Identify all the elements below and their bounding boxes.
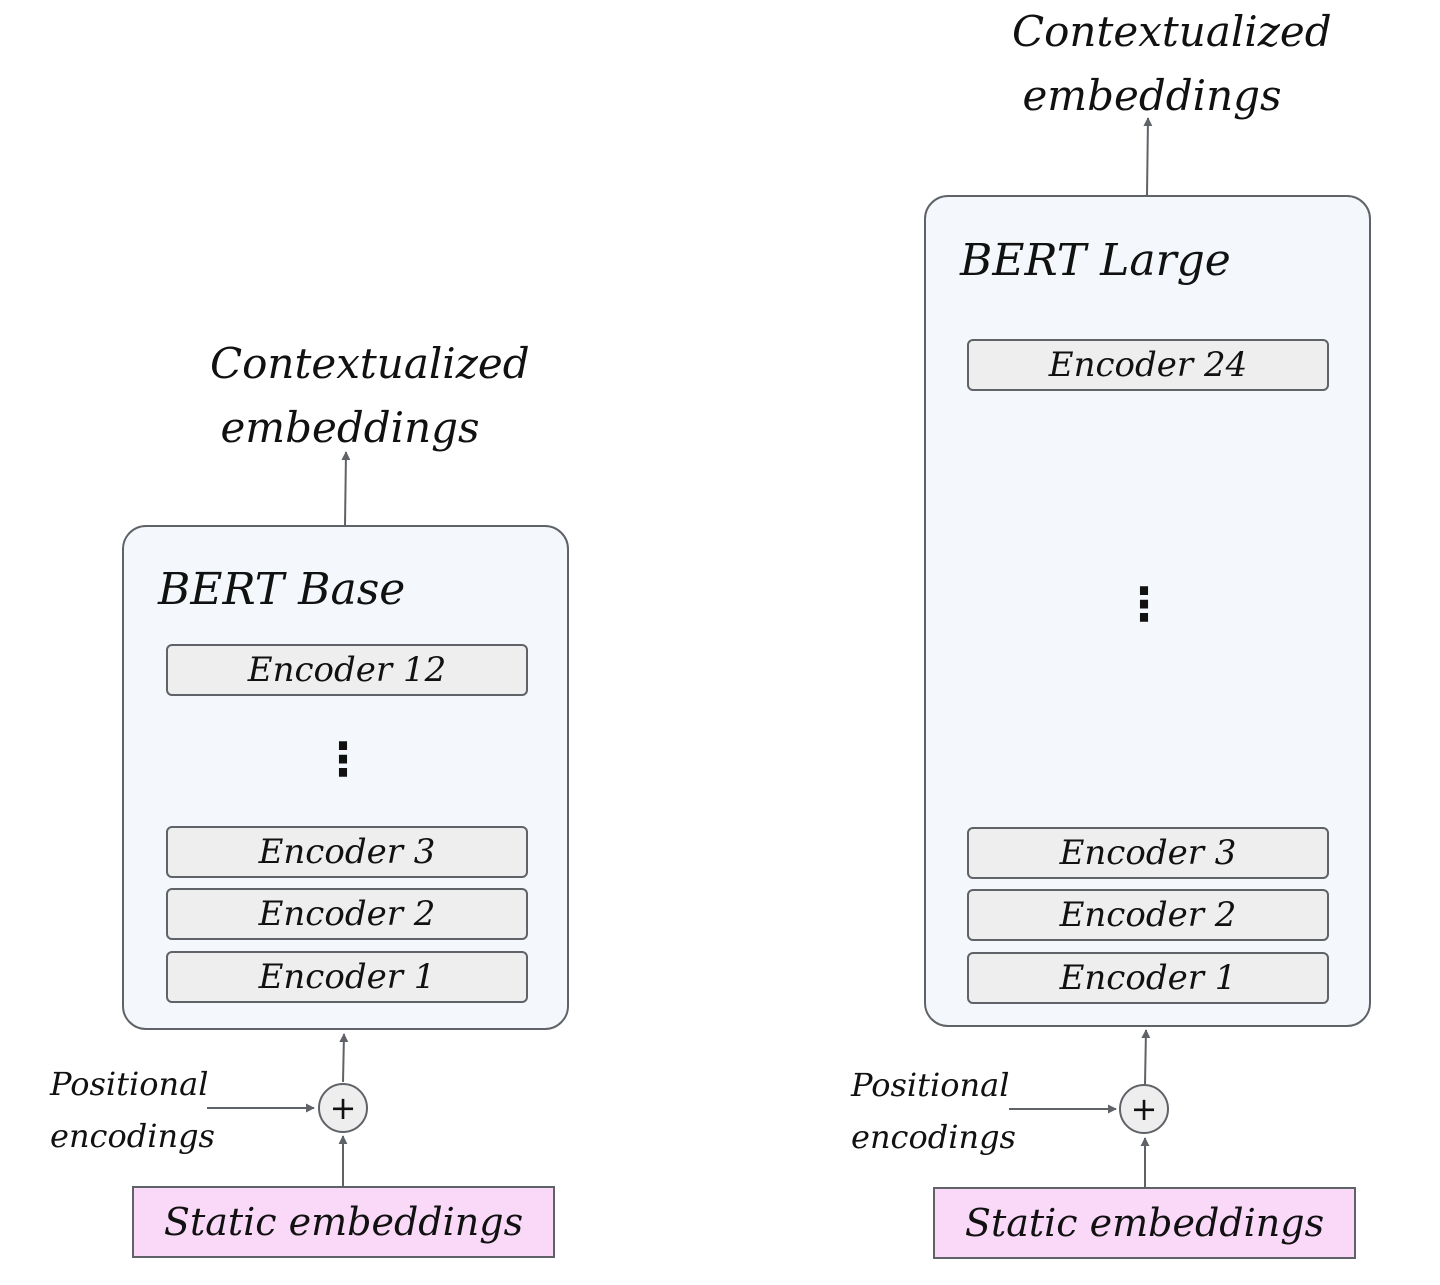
base-positional-label: Positional encodings: [50, 1065, 215, 1155]
base-ellipsis: ⋮: [320, 732, 366, 786]
large-add-operator: +: [1119, 1084, 1169, 1134]
base-encoder-2: Encoder 2: [166, 888, 528, 940]
bert-base-title: BERT Base: [158, 564, 406, 615]
large-encoder-3: Encoder 3: [967, 827, 1329, 879]
large-plus-to-model-arrow: [1141, 1029, 1151, 1085]
large-output-arrow: [1143, 117, 1153, 196]
base-static-embeddings: Static embeddings: [132, 1186, 555, 1258]
base-plus-to-model-arrow: [339, 1033, 349, 1083]
base-output-arrow: [341, 451, 351, 526]
large-static-embeddings: Static embeddings: [933, 1187, 1356, 1259]
large-positional-label: Positional encodings: [851, 1066, 1016, 1156]
base-output-label: Contextualized embeddings: [210, 339, 530, 452]
bert-base-block: [122, 525, 569, 1030]
base-encoder-12: Encoder 12: [166, 644, 528, 696]
base-add-operator: +: [318, 1083, 368, 1133]
large-encoder-24: Encoder 24: [967, 339, 1329, 391]
large-encoder-2: Encoder 2: [967, 889, 1329, 941]
large-output-label: Contextualized embeddings: [1012, 7, 1332, 120]
base-encoder-1: Encoder 1: [166, 951, 528, 1003]
bert-large-block: [924, 195, 1371, 1027]
bert-large-title: BERT Large: [960, 235, 1231, 286]
large-ellipsis: ⋮: [1121, 577, 1167, 631]
large-encoder-1: Encoder 1: [967, 952, 1329, 1004]
base-encoder-3: Encoder 3: [166, 826, 528, 878]
